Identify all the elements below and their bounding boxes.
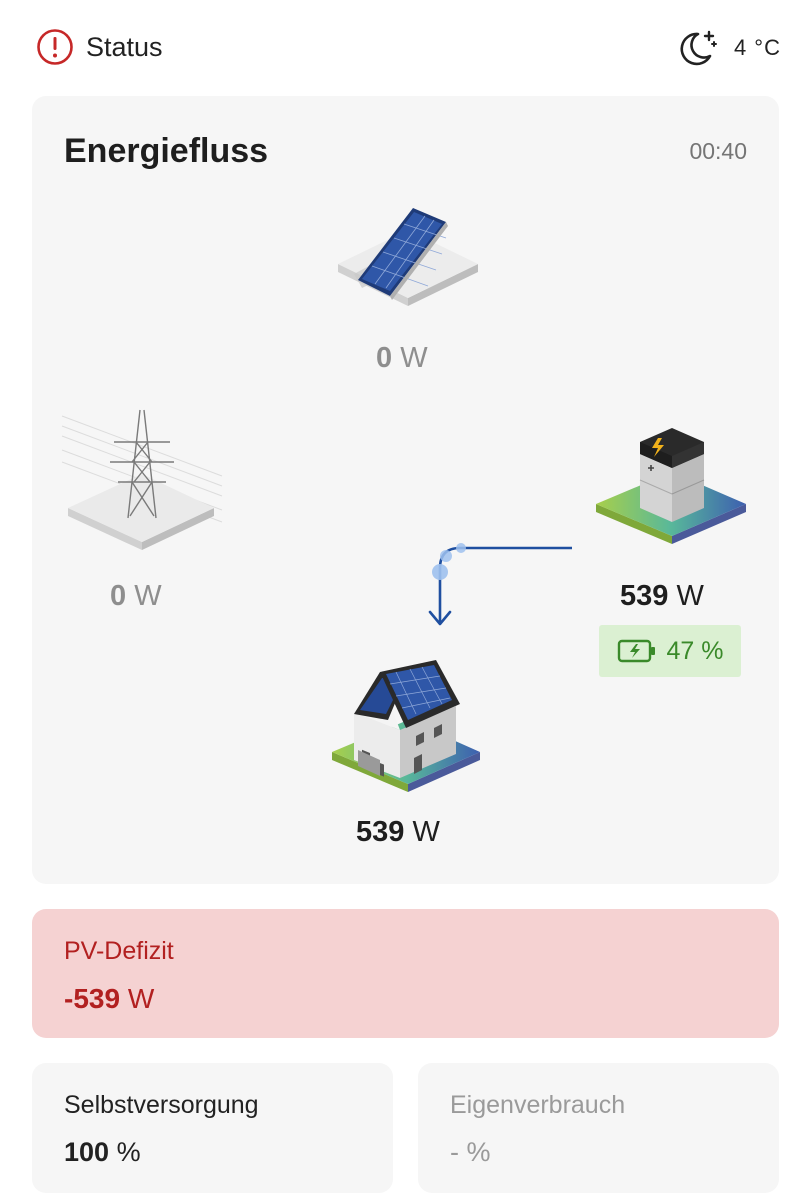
pv-deficit-value: -539 W (64, 983, 155, 1014)
weather-indicator: 4 °C (676, 28, 781, 68)
self-supply-value: 100 % (64, 1137, 141, 1167)
self-supply-label: Selbstversorgung (64, 1091, 259, 1119)
status-label: Status (86, 31, 163, 62)
pv-power-value: 0 W (376, 342, 428, 374)
battery-soc-value: 47 % (666, 636, 724, 665)
battery-charging-icon (617, 639, 655, 663)
self-consumption-label: Eigenverbrauch (450, 1091, 626, 1119)
alert-icon (37, 29, 73, 65)
pv-deficit-card[interactable]: PV-Defizit -539 W (32, 909, 779, 1038)
house-power-value: 539 W (356, 816, 440, 848)
status-bar: Status 4 °C (0, 0, 811, 96)
pv-panel-icon (338, 208, 478, 306)
temperature-value: 4 °C (733, 35, 781, 60)
energy-flow-arrow (428, 543, 572, 626)
self-consumption-card[interactable]: Eigenverbrauch - % (418, 1063, 779, 1193)
power-pylon-icon (61, 409, 223, 550)
status-indicator[interactable]: Status (36, 28, 163, 66)
moon-stars-icon (680, 30, 717, 66)
energy-flow-time: 00:40 (689, 138, 747, 164)
energy-flow-card[interactable]: Energiefluss 00:40 0 W (32, 96, 779, 884)
pv-deficit-label: PV-Defizit (64, 937, 174, 965)
house-icon (332, 660, 480, 792)
grid-power-value: 0 W (110, 580, 162, 612)
battery-soc-badge: 47 % (599, 625, 741, 677)
battery-storage-icon (596, 428, 746, 544)
energy-flow-title: Energiefluss (64, 132, 269, 170)
self-supply-card[interactable]: Selbstversorgung 100 % (32, 1063, 393, 1193)
battery-power-value: 539 W (620, 580, 704, 612)
self-consumption-value: - % (450, 1137, 491, 1167)
